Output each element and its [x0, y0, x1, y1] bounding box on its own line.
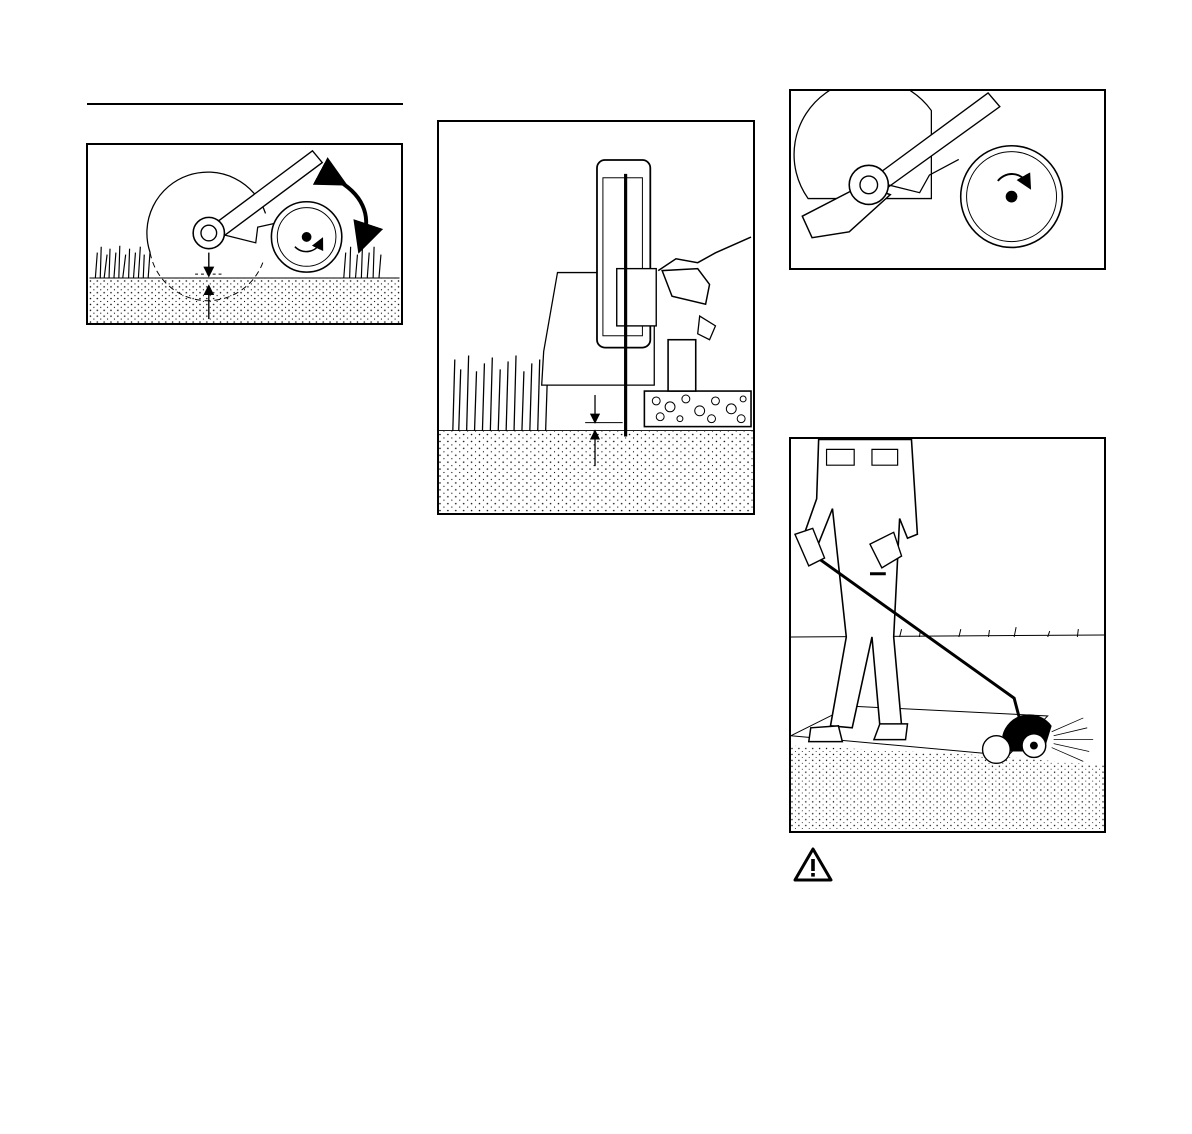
operator-figure — [805, 439, 918, 727]
curb-stone — [644, 391, 751, 427]
edger-wheel-illustration — [791, 91, 1104, 268]
figure-edging-depth-side — [86, 143, 403, 325]
grass-tall — [453, 356, 548, 431]
figure-edging-cross-section — [437, 120, 755, 515]
edger-side-illustration — [88, 145, 401, 323]
section-rule — [87, 103, 403, 105]
soil-texture — [439, 431, 753, 513]
grass-right — [344, 247, 381, 278]
soil-texture — [89, 278, 399, 323]
grass-left — [95, 246, 150, 278]
edger-cross-section-illustration — [439, 122, 753, 513]
figure-wheel-adjustment — [789, 89, 1106, 270]
operator-edging-illustration — [791, 439, 1104, 831]
soil-texture — [791, 746, 1104, 831]
debris-spray — [1052, 718, 1093, 761]
figure-operator-edging — [789, 437, 1106, 833]
warning-triangle-icon — [792, 846, 834, 884]
